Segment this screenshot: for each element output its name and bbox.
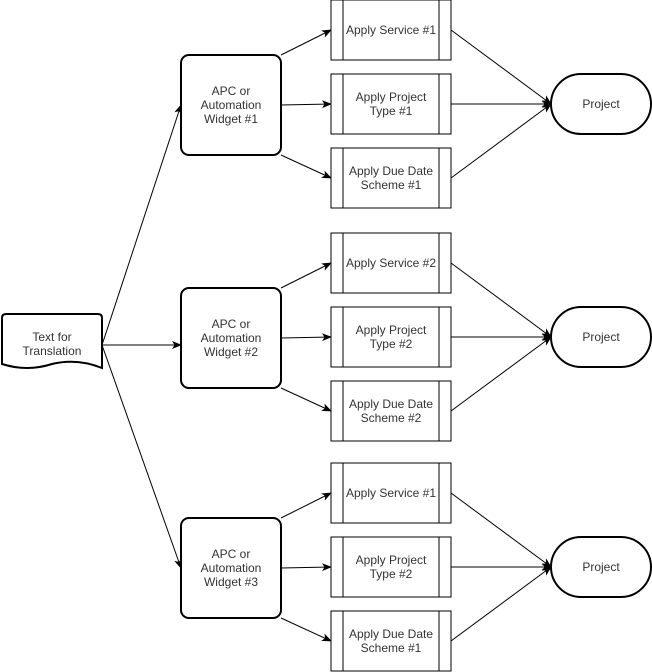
node-label: Widget #2 — [204, 345, 258, 359]
node-label: APC or — [212, 317, 251, 331]
connector-arrow — [280, 563, 332, 572]
node-label: Widget #3 — [204, 575, 258, 589]
node-label: Project — [582, 560, 620, 574]
node-label: Widget #1 — [204, 112, 258, 126]
node-label: Project — [582, 330, 620, 344]
node-label: Translation — [23, 344, 82, 358]
node-label: Apply Project — [356, 323, 427, 337]
connector-arrow — [280, 100, 332, 109]
node-label: Apply Due Date — [349, 164, 433, 178]
node-label: Automation — [201, 331, 262, 345]
connector-arrow — [280, 154, 332, 179]
node-label: Type #1 — [370, 104, 413, 118]
node-label: Apply Service #1 — [346, 486, 436, 500]
connector-arrow — [280, 333, 332, 342]
node-label: Apply Project — [356, 90, 427, 104]
node-label: Apply Service #1 — [346, 23, 436, 37]
connector-arrow — [450, 492, 552, 568]
node-label: Apply Project — [356, 553, 427, 567]
node-label: Scheme #1 — [361, 641, 422, 655]
node-label: Automation — [201, 561, 262, 575]
node-label: Scheme #2 — [361, 411, 422, 425]
node-label: Type #2 — [370, 337, 413, 351]
process-step[interactable]: Apply Service #1 — [330, 462, 452, 524]
project-terminator-3[interactable]: Project — [550, 536, 652, 598]
node-label: APC or — [212, 84, 251, 98]
process-step[interactable]: Apply Service #2 — [330, 232, 452, 294]
node-label: Automation — [201, 98, 262, 112]
node-label: Apply Service #2 — [346, 256, 436, 270]
connector-arrow — [101, 344, 182, 569]
connector-arrow — [450, 262, 552, 338]
connector-arrow — [280, 387, 332, 412]
connector-arrow — [280, 617, 332, 642]
connector-arrow — [101, 104, 182, 346]
node-label: Project — [582, 97, 620, 111]
process-step[interactable]: Apply Service #1 — [330, 0, 452, 61]
connector-arrow — [280, 492, 332, 519]
node-label: Type #2 — [370, 567, 413, 581]
node-label: Apply Due Date — [349, 397, 433, 411]
node-label: Scheme #1 — [361, 178, 422, 192]
connector-arrow — [280, 29, 332, 56]
project-terminator-1[interactable]: Project — [550, 73, 652, 135]
connector-arrow — [450, 336, 552, 412]
connector-arrow — [280, 262, 332, 289]
node-label: Apply Due Date — [349, 627, 433, 641]
connector-arrow — [450, 29, 552, 105]
connector-arrow — [450, 103, 552, 179]
node-label: APC or — [212, 547, 251, 561]
project-terminator-2[interactable]: Project — [550, 306, 652, 368]
node-label: Text for — [32, 330, 71, 344]
connector-arrow — [450, 566, 552, 642]
